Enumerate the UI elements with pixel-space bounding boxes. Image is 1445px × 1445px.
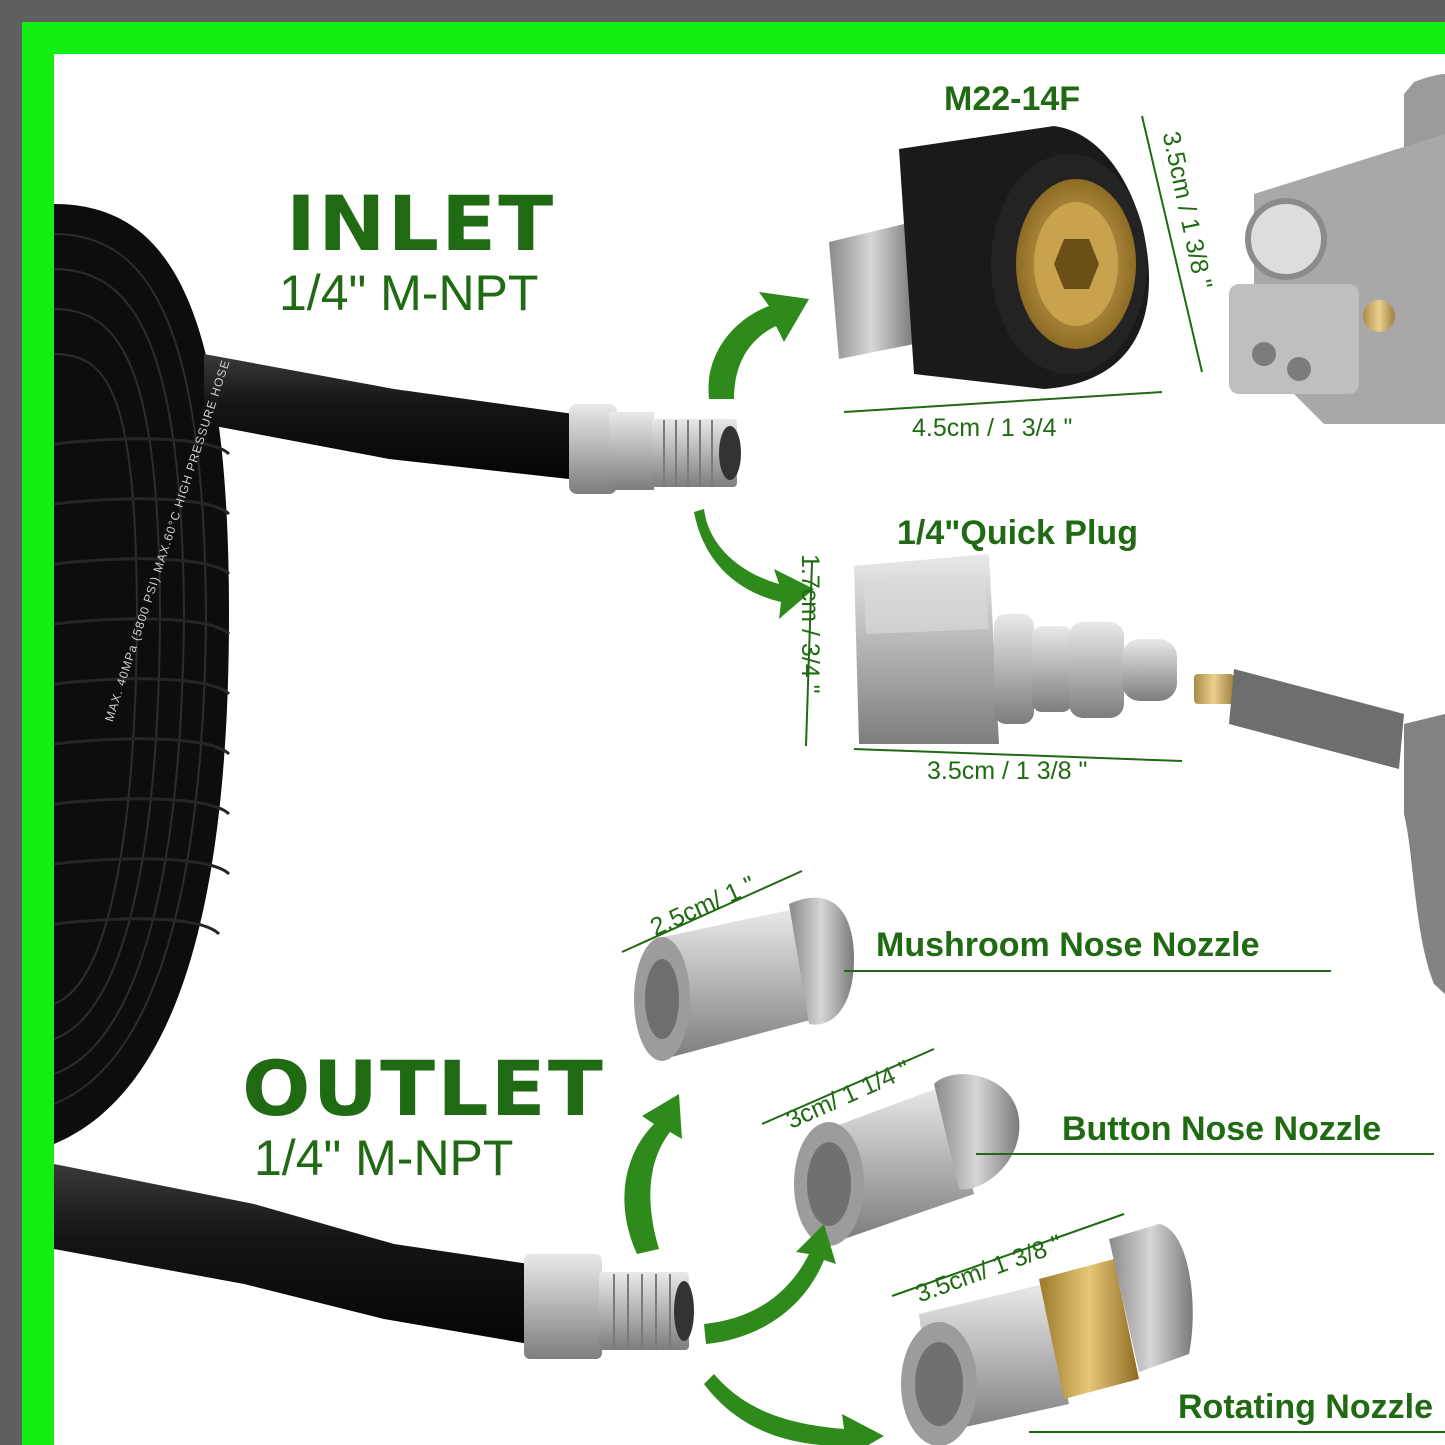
hose-coil: [54, 204, 231, 1144]
product-canvas: INLET 1/4" M-NPT OUTLET 1/4" M-NPT M22-1…: [54, 54, 1445, 1445]
button-nozzle: [794, 1074, 1020, 1246]
m22-fitting: [829, 126, 1149, 389]
dimension-lines: [621, 115, 1445, 1433]
arrows: [624, 292, 884, 1445]
inlet-title: INLET: [286, 179, 556, 268]
inlet-thread-label: 1/4" M-NPT: [279, 265, 539, 321]
rotating-nozzle-label: Rotating Nozzle: [1178, 1388, 1433, 1426]
mushroom-nozzle: [634, 897, 854, 1061]
outlet-title: OUTLET: [242, 1044, 605, 1133]
pressure-washer-machine: [1229, 74, 1445, 424]
inlet-hose-end: [204, 354, 741, 494]
quick-plug-fitting: [854, 554, 1177, 744]
mushroom-nozzle-label: Mushroom Nose Nozzle: [876, 926, 1260, 964]
spray-gun: [1194, 669, 1445, 994]
quick-plug-width-dim: 3.5cm / 1 3/8 ": [927, 757, 1088, 785]
green-border-frame: INLET 1/4" M-NPT OUTLET 1/4" M-NPT M22-1…: [22, 22, 1445, 1445]
rotating-nozzle: [901, 1224, 1193, 1445]
quick-plug-label: 1/4"Quick Plug: [897, 514, 1138, 552]
product-illustration: [54, 74, 1445, 1445]
quick-plug-height-dim: 1.7cm / 3/4 ": [796, 554, 824, 694]
m22-width-dim: 4.5cm / 1 3/4 ": [912, 414, 1073, 442]
outlet-thread-label: 1/4" M-NPT: [254, 1130, 514, 1186]
button-nozzle-label: Button Nose Nozzle: [1062, 1110, 1382, 1148]
outlet-hose-end: [54, 1164, 694, 1359]
m22-label: M22-14F: [944, 80, 1081, 118]
